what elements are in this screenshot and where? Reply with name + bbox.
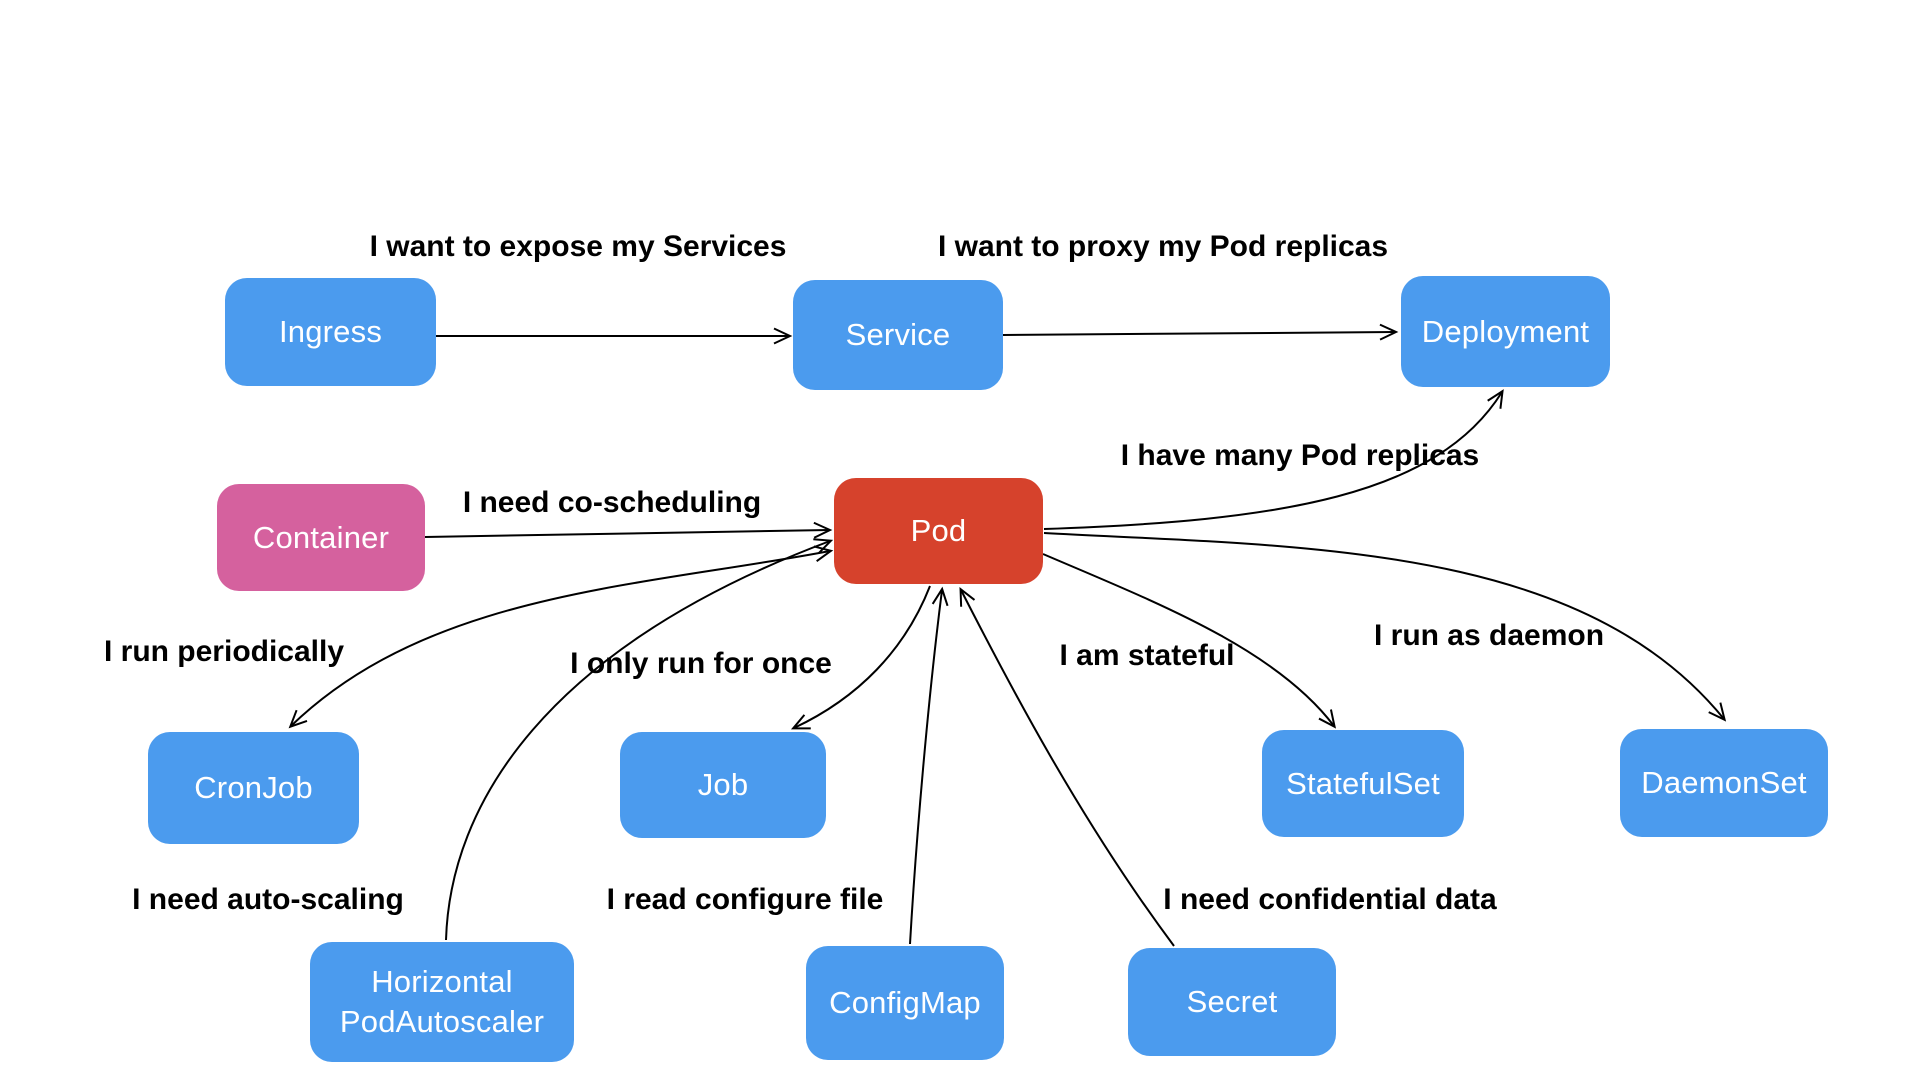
edge-label-run-for-once: I only run for once: [570, 647, 832, 680]
node-cronjob: CronJob: [148, 732, 359, 844]
edge-container-pod: [424, 521, 833, 539]
edge-pod-deployment: [1043, 389, 1504, 530]
node-job-label: Job: [697, 767, 749, 803]
edge-label-run-as-daemon: I run as daemon: [1373, 619, 1605, 652]
edge-label-confidential-data: I need confidential data: [1163, 883, 1497, 916]
node-configmap-label: ConfigMap: [829, 985, 981, 1021]
edge-pod-job: [790, 585, 931, 730]
node-deployment-label: Deployment: [1421, 313, 1590, 349]
hpa-label-line1: Horizontal: [371, 964, 513, 1000]
node-pod: Pod: [834, 478, 1043, 584]
node-service: Service: [793, 280, 1003, 390]
edge-pod-statefulset: [1042, 553, 1337, 729]
hpa-label-line2: PodAutoscaler: [339, 1004, 545, 1039]
node-daemonset: DaemonSet: [1620, 729, 1828, 837]
node-secret: Secret: [1128, 948, 1336, 1056]
node-daemonset-label: DaemonSet: [1641, 765, 1807, 801]
edge-label-auto-scaling: I need auto-scaling: [132, 883, 404, 916]
node-cronjob-label: CronJob: [194, 770, 313, 806]
node-pod-label: Pod: [910, 513, 967, 549]
edge-pod-cronjob: [288, 545, 834, 729]
node-job: Job: [620, 732, 826, 838]
node-service-label: Service: [845, 317, 951, 353]
node-container-label: Container: [252, 519, 390, 555]
node-ingress: Ingress: [225, 278, 436, 386]
edge-hpa-pod: [445, 538, 834, 941]
node-deployment: Deployment: [1401, 276, 1610, 387]
edge-label-co-scheduling: I need co-scheduling: [462, 486, 762, 519]
edge-label-configure-file: I read configure file: [606, 883, 884, 916]
edge-service-deployment: [1002, 323, 1399, 341]
node-statefulset: StatefulSet: [1262, 730, 1464, 837]
node-horizontalpodautoscaler: Horizontal PodAutoscaler: [310, 942, 574, 1062]
edge-label-proxy-replicas: I want to proxy my Pod replicas: [937, 230, 1389, 263]
edge-label-am-stateful: I am stateful: [1059, 639, 1235, 672]
edge-pod-daemonset: [1043, 532, 1727, 722]
edge-label-run-periodically: I run periodically: [103, 635, 345, 668]
node-statefulset-label: StatefulSet: [1286, 765, 1440, 801]
node-ingress-label: Ingress: [278, 314, 383, 350]
edge-label-expose-services: I want to expose my Services: [369, 230, 787, 263]
node-horizontalpodautoscaler-label: Horizontal PodAutoscaler: [340, 962, 544, 1041]
node-configmap: ConfigMap: [806, 946, 1004, 1060]
edge-label-many-replicas: I have many Pod replicas: [1120, 439, 1480, 472]
node-secret-label: Secret: [1186, 984, 1278, 1020]
edge-configmap-pod: [909, 586, 949, 945]
node-container: Container: [217, 484, 425, 591]
edge-secret-pod: [959, 587, 1175, 947]
